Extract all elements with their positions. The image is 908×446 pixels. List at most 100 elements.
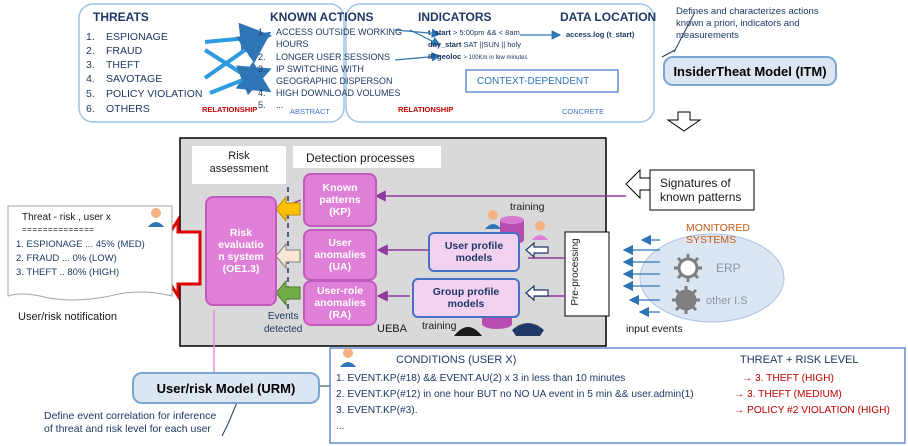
urm-description-line: Define event correlation for inference bbox=[44, 410, 217, 422]
conditions-header: CONDITIONS (USER X) bbox=[396, 354, 517, 366]
threat-item: SAVOTAGE bbox=[106, 73, 163, 85]
erp-label: ERP bbox=[716, 261, 741, 275]
notification-row: 2. FRAUD ... 0% (LOW) bbox=[16, 253, 117, 264]
urm-description-line: of threat and risk level for each user bbox=[44, 423, 211, 435]
threats-header: THREATS bbox=[93, 10, 149, 24]
detection-processes-title: Detection processes bbox=[306, 151, 415, 165]
known-actions-header: KNOWN ACTIONS bbox=[270, 10, 374, 24]
monitored-title-line: MONITORED bbox=[686, 222, 750, 234]
signatures-label: Signatures of known patterns bbox=[660, 176, 741, 204]
training-top-label: training bbox=[510, 201, 545, 213]
user-profile-models[interactable]: User profile models bbox=[428, 232, 520, 272]
user-profile-line: User profile bbox=[444, 239, 504, 252]
ua-line: anomalies bbox=[314, 248, 366, 261]
ua-arrow bbox=[275, 242, 301, 270]
monitored-title-line: SYSTEMS bbox=[686, 234, 737, 246]
risk-assessment-line: assessment bbox=[209, 163, 269, 175]
indicator-row: day_start SAT ||SUN || holy bbox=[428, 41, 521, 49]
indicator-val: > 100Km in few minutes bbox=[463, 55, 528, 61]
other-is-label: other I.S bbox=[706, 295, 748, 307]
action-item: HOURS bbox=[276, 39, 309, 49]
indicators-header: INDICATORS bbox=[418, 10, 492, 24]
indicator-val: SAT ||SUN || holy bbox=[463, 40, 521, 49]
notification-avatar-icon bbox=[148, 208, 164, 227]
threat-item: POLICY VIOLATION bbox=[106, 88, 203, 100]
risk-eval-line: n system bbox=[218, 251, 264, 263]
conditions-avatar-icon bbox=[340, 348, 356, 367]
itm-description-line: Defines and characterizes actions bbox=[676, 6, 819, 17]
threat-num: 4. bbox=[86, 73, 95, 85]
events-detected-line: Events bbox=[267, 311, 299, 322]
signatures-box bbox=[649, 169, 755, 211]
monitored-systems-title: MONITORED SYSTEMS bbox=[686, 222, 750, 246]
threat-num: 5. bbox=[86, 88, 95, 100]
input-events-label: input events bbox=[626, 323, 683, 335]
indicator-key: t_start bbox=[428, 28, 451, 37]
ua-line: (UA) bbox=[328, 261, 352, 274]
events-detected-label: Events detected bbox=[264, 310, 302, 336]
detection-tab bbox=[293, 146, 441, 168]
user-profile-line: models bbox=[455, 252, 493, 264]
ra-line: anomalies bbox=[314, 296, 366, 309]
action-item: IP SWITCHING WITH bbox=[276, 64, 364, 74]
condition-row: 1. EVENT.KP(#18) && EVENT.AU(2) x 3 in l… bbox=[336, 373, 626, 384]
kp-line: Known bbox=[322, 181, 358, 194]
data-location-value: access.log (t_start) bbox=[566, 30, 635, 39]
condition-row: ... bbox=[336, 421, 345, 432]
threat-num: 3. bbox=[86, 59, 95, 71]
risk-assessment-line: Risk bbox=[228, 150, 250, 162]
action-item: GEOGRAPHIC DISPERSON bbox=[276, 76, 393, 86]
kp-line: patterns bbox=[319, 193, 361, 206]
group-hats-icon bbox=[454, 323, 544, 336]
threat-num: 2. bbox=[86, 45, 95, 57]
user-anomalies-box[interactable]: User anomalies (UA) bbox=[303, 229, 377, 281]
training-bottom-label: training bbox=[422, 320, 457, 332]
other-is-gear-icon bbox=[672, 286, 700, 314]
action-num: 1. bbox=[258, 27, 266, 37]
risk-assessment-title: Risk assessment bbox=[192, 150, 286, 176]
condition-row: 3. EVENT.KP(#3). bbox=[336, 405, 418, 416]
conditions-box bbox=[329, 347, 906, 444]
kp-arrow bbox=[275, 195, 301, 223]
risk-assessment-tab bbox=[192, 146, 286, 184]
action-num: 2. bbox=[258, 52, 266, 62]
itm-description: Defines and characterizes actions known … bbox=[676, 6, 876, 42]
erp-gear-icon bbox=[674, 254, 702, 282]
preprocessing-label: Pre-processing bbox=[570, 238, 581, 306]
indicator-key: day_start bbox=[428, 40, 462, 49]
itm-description-line: known a priori, indicators and bbox=[676, 18, 800, 29]
risk-evaluation-system[interactable]: Risk evaluatio n system (OE1.3) bbox=[205, 196, 277, 306]
threat-item: OTHERS bbox=[106, 103, 150, 115]
threat-risk-header: THREAT + RISK LEVEL bbox=[740, 354, 859, 366]
notification-separator: ============== bbox=[22, 225, 95, 234]
group-profile-line: Group profile bbox=[432, 285, 500, 298]
user-role-anomalies-box[interactable]: User-role anomalies (RA) bbox=[303, 280, 377, 326]
known-patterns-box[interactable]: Known patterns (KP) bbox=[303, 173, 377, 227]
group-profile-models[interactable]: Group profile models bbox=[412, 278, 520, 318]
threat-item: THEFT bbox=[106, 59, 140, 71]
concrete-label: CONCRETE bbox=[562, 107, 605, 116]
context-dependent-box bbox=[465, 69, 619, 93]
threat-num: 6. bbox=[86, 103, 95, 115]
threat-item: FRAUD bbox=[106, 45, 143, 57]
group-profile-line: models bbox=[447, 298, 485, 310]
indicator-row: t_start > 5:00pm && < 8am bbox=[428, 29, 520, 37]
relationship-arrows bbox=[203, 22, 272, 96]
itm-description-line: measurements bbox=[676, 30, 739, 41]
action-num: 5. bbox=[258, 100, 266, 110]
abstract-label: ABSTRACT bbox=[290, 107, 331, 116]
action-item: LONGER USER SESSIONS bbox=[276, 52, 391, 62]
events-detected-line: detected bbox=[264, 324, 303, 335]
ua-line: User bbox=[328, 236, 352, 249]
notification-header: Threat - risk , user x bbox=[22, 212, 111, 223]
risk-eval-line: (OE1.3) bbox=[222, 263, 260, 276]
action-num: 4. bbox=[258, 88, 266, 98]
itm-abstract-box bbox=[78, 3, 345, 123]
relationship-label-right: RELATIONSHIP bbox=[398, 105, 454, 114]
preprocessing-box bbox=[564, 231, 610, 317]
kp-line: (KP) bbox=[329, 206, 351, 219]
condition-result: → 3. THEFT (HIGH) bbox=[742, 373, 834, 384]
context-dependent-label: CONTEXT-DEPENDENT bbox=[477, 76, 590, 87]
action-item: ACCESS OUTSIDE WORKING bbox=[276, 27, 403, 37]
